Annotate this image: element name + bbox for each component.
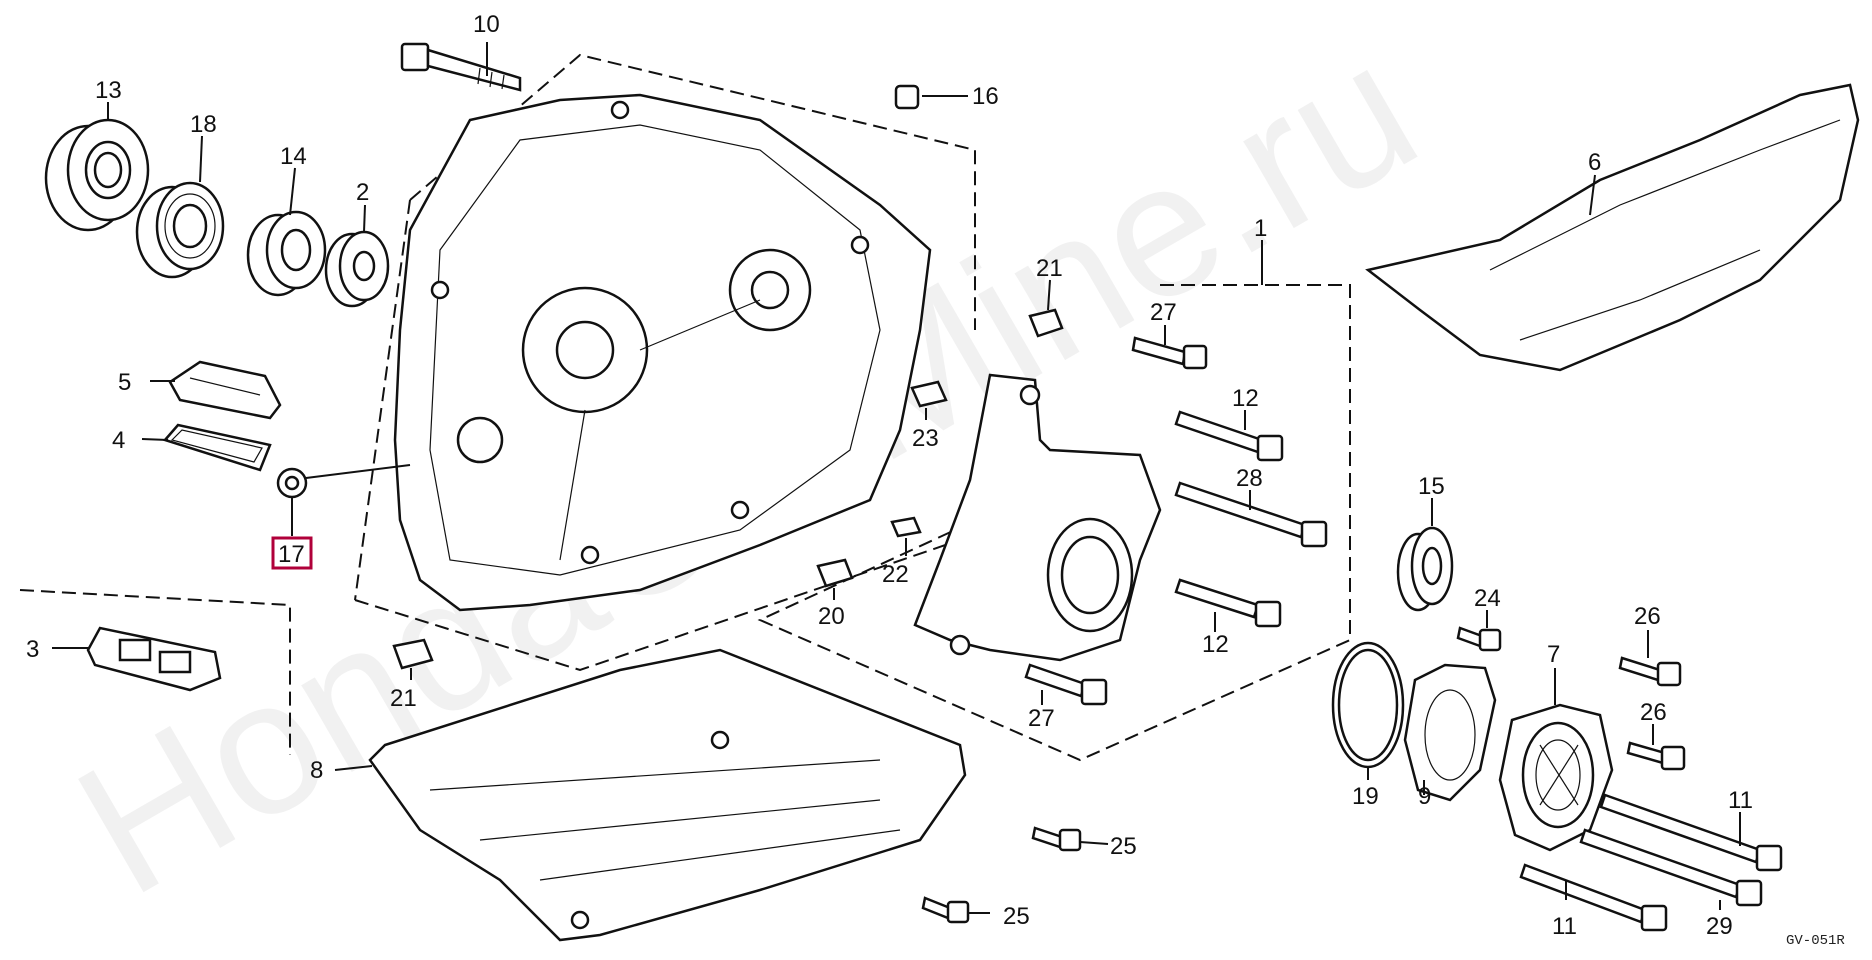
housing-assembly-1[interactable] bbox=[913, 373, 1162, 662]
callout-26-lower[interactable]: 26 bbox=[1640, 699, 1667, 726]
callout-8[interactable]: 8 bbox=[310, 757, 323, 784]
dowel-pin-22[interactable] bbox=[890, 516, 922, 538]
bolt-27-lower[interactable] bbox=[1024, 663, 1108, 706]
callout-12-lower[interactable]: 12 bbox=[1202, 631, 1229, 658]
bracket-3[interactable] bbox=[86, 626, 222, 692]
bolt-11-bottom[interactable] bbox=[1519, 863, 1668, 932]
callout-21-upper[interactable]: 21 bbox=[1036, 255, 1063, 282]
bolt-25-lower[interactable] bbox=[921, 896, 970, 924]
leader-lines bbox=[52, 42, 1741, 914]
callout-25-lower[interactable]: 25 bbox=[1003, 903, 1030, 930]
diagram-code: GV-051R bbox=[1786, 933, 1845, 949]
callout-29[interactable]: 29 bbox=[1706, 913, 1733, 940]
o-ring-19[interactable] bbox=[1331, 641, 1405, 769]
callout-3[interactable]: 3 bbox=[26, 636, 39, 663]
bolt-25-upper[interactable] bbox=[1031, 826, 1082, 852]
bearing-13[interactable] bbox=[44, 118, 150, 232]
callout-24[interactable]: 24 bbox=[1474, 585, 1501, 612]
bolt-29[interactable] bbox=[1579, 828, 1763, 907]
callout-27-lower[interactable]: 27 bbox=[1028, 705, 1055, 732]
callout-20[interactable]: 20 bbox=[818, 603, 845, 630]
callout-16[interactable]: 16 bbox=[972, 83, 999, 110]
callout-11-bottom[interactable]: 11 bbox=[1552, 913, 1577, 940]
callout-5[interactable]: 5 bbox=[118, 369, 131, 396]
callout-17[interactable]: 17 bbox=[278, 541, 305, 568]
callout-13[interactable]: 13 bbox=[95, 77, 122, 104]
bolt-27-upper[interactable] bbox=[1131, 336, 1208, 370]
transmission-housing[interactable] bbox=[393, 93, 932, 612]
housing-group-left-boundary bbox=[354, 199, 411, 601]
callout-9[interactable]: 9 bbox=[1418, 783, 1431, 810]
callout-11-right[interactable]: 11 bbox=[1728, 787, 1753, 814]
washer-2[interactable] bbox=[324, 230, 390, 308]
callout-27-upper[interactable]: 27 bbox=[1150, 299, 1177, 326]
bearing-14[interactable] bbox=[246, 210, 327, 297]
callout-25-upper[interactable]: 25 bbox=[1110, 833, 1137, 860]
callout-2[interactable]: 2 bbox=[356, 179, 369, 206]
bolt-12-lower[interactable] bbox=[1174, 578, 1282, 628]
under-cover-8[interactable] bbox=[368, 648, 967, 942]
callout-10[interactable]: 10 bbox=[473, 11, 500, 38]
dowel-pin-23[interactable] bbox=[910, 380, 948, 408]
callout-21-lower[interactable]: 21 bbox=[390, 685, 417, 712]
bolt-26-upper[interactable] bbox=[1618, 656, 1682, 687]
dowel-pin-20[interactable] bbox=[816, 558, 854, 588]
callout-15[interactable]: 15 bbox=[1418, 473, 1445, 500]
group-3-boundary bbox=[19, 589, 291, 755]
cover-6[interactable] bbox=[1365, 83, 1860, 372]
stud-16[interactable] bbox=[894, 84, 920, 110]
callout-28[interactable]: 28 bbox=[1236, 465, 1263, 492]
callout-7[interactable]: 7 bbox=[1547, 641, 1560, 668]
gasket-9[interactable] bbox=[1403, 663, 1497, 802]
bolt-24[interactable] bbox=[1456, 626, 1502, 652]
bolt-11-right[interactable] bbox=[1599, 793, 1783, 872]
callout-23[interactable]: 23 bbox=[912, 425, 939, 452]
dowel-pin-21-upper[interactable] bbox=[1028, 308, 1064, 338]
bolt-12-upper[interactable] bbox=[1174, 410, 1284, 462]
bolt-28[interactable] bbox=[1174, 481, 1328, 548]
bolt-26-lower[interactable] bbox=[1626, 741, 1686, 771]
callout-6[interactable]: 6 bbox=[1588, 149, 1601, 176]
pad-4[interactable] bbox=[162, 423, 272, 472]
cover-7[interactable] bbox=[1498, 703, 1614, 852]
bolt-10[interactable] bbox=[400, 42, 522, 92]
callout-26-upper[interactable]: 26 bbox=[1634, 603, 1661, 630]
oil-seal-18[interactable] bbox=[135, 181, 225, 279]
highlight-box-17 bbox=[271, 536, 313, 570]
dowel-pin-21-lower[interactable] bbox=[392, 638, 434, 670]
bracket-5[interactable] bbox=[168, 360, 282, 420]
callout-1[interactable]: 1 bbox=[1254, 215, 1267, 242]
seal-17[interactable] bbox=[276, 467, 308, 499]
callout-18[interactable]: 18 bbox=[190, 111, 217, 138]
housing-group-lower-boundary bbox=[354, 539, 961, 672]
callout-14[interactable]: 14 bbox=[280, 143, 307, 170]
callout-19[interactable]: 19 bbox=[1352, 783, 1379, 810]
callout-22[interactable]: 22 bbox=[882, 561, 909, 588]
callout-4[interactable]: 4 bbox=[112, 427, 125, 454]
oil-seal-15[interactable] bbox=[1396, 526, 1454, 612]
assembly-1-boundary bbox=[757, 284, 1351, 762]
callout-12-upper[interactable]: 12 bbox=[1232, 385, 1259, 412]
